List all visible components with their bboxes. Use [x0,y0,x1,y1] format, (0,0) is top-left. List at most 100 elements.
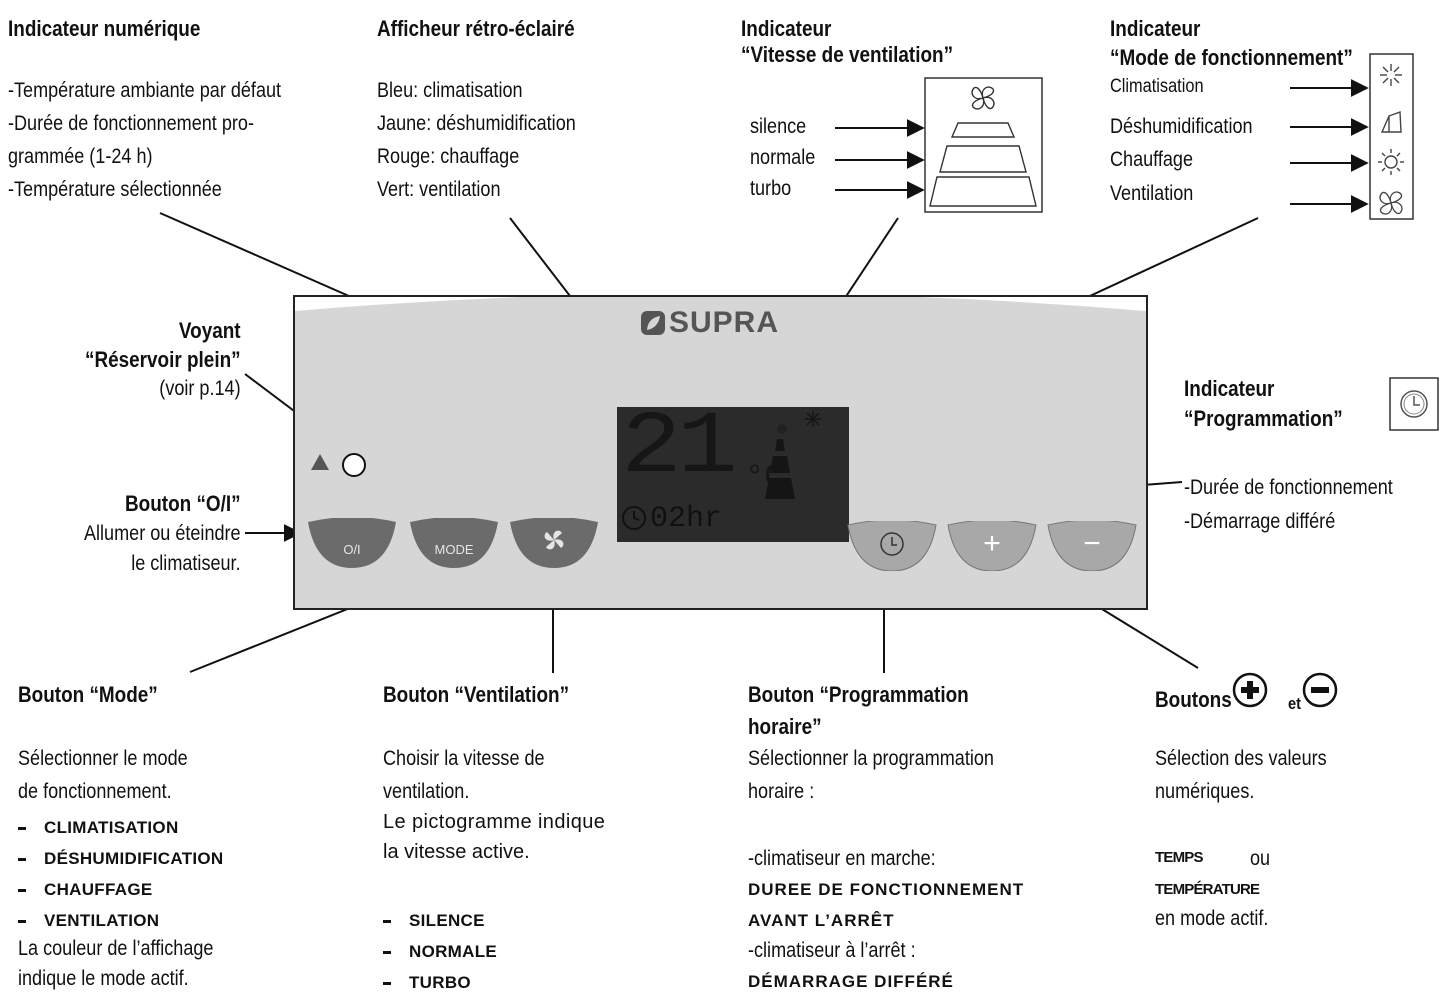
warning-icon [311,454,329,470]
minus-circle-icon [1302,672,1338,708]
mode-desc-1: Sélectionner le mode [18,747,188,770]
fan-speed-title-1: Indicateur [741,16,832,41]
timer-button-title-1: Bouton “Programmation [748,682,969,707]
plusminus-word-temps: TEMPS [1155,849,1203,866]
programmation-title-2: “Programmation” [1184,406,1343,431]
backlit-line-3: Rouge: chauffage [377,145,520,168]
timer-caps-2: AVANT L’ARRÊT [748,911,895,930]
numeric-indicator-title: Indicateur numérique [8,16,201,41]
plusminus-desc-3: en mode actif. [1155,907,1269,930]
timer-desc-2: horaire : [748,780,815,803]
fan-desc-4: la vitesse active. [383,841,530,863]
mode-button-label: MODE [434,542,474,557]
plusminus-title-1: Boutons [1155,687,1232,712]
mode-item-ventilation: Ventilation [1110,182,1194,205]
plusminus-desc-2: numériques. [1155,780,1255,803]
leaf-logo-icon [641,311,665,335]
panel-background [295,297,1146,311]
fan-desc-1: Choisir la vitesse de [383,747,545,770]
lcd-mode-icon [805,411,821,427]
mode-list-item: DÉSHUMIDIFICATION [18,843,224,875]
programmation-title-1: Indicateur [1184,376,1275,401]
fan-list-item: TURBO [383,967,471,999]
fan-desc-2: ventilation. [383,780,470,803]
fan-button[interactable] [508,518,600,568]
mode-item-climatisation: Climatisation [1110,76,1204,97]
clock-icon [880,532,904,556]
plusminus-word-or: ou [1250,847,1271,870]
tank-page-ref: (voir p.14) [159,377,241,400]
plusminus-title-2: et [1288,694,1302,713]
numeric-line-4: -Température sélectionnée [8,178,222,201]
backlit-line-4: Vert: ventilation [377,178,501,201]
plus-button[interactable]: + [946,521,1038,571]
backlit-line-1: Bleu: climatisation [377,79,523,102]
backlit-line-2: Jaune: déshumidification [377,112,576,135]
lcd-display: 21 °C 02hr [617,399,849,542]
fan-icon [971,86,995,110]
timer-caps-1: DUREE DE FONCTIONNEMENT [748,880,1025,899]
timer-desc-1: Sélectionner la programmation [748,747,994,770]
on-off-button-label: O/I [343,542,361,557]
mode-desc-3: La couleur de l’affichage [18,937,214,960]
mode-indicator-title-2: “Mode de fonctionnement” [1110,45,1353,70]
mode-list-item: CHAUFFAGE [18,874,152,906]
fan-icon [544,530,564,550]
fan-list-item: SILENCE [383,905,485,937]
lcd-fan-icon [777,424,787,434]
mode-list-item: CLIMATISATION [18,812,179,844]
lcd-icons [622,411,821,530]
fan-level-normale: normale [750,146,816,169]
programmation-indicator-box [1389,377,1439,431]
mode-indicator-strip [1369,53,1414,220]
minus-button[interactable]: − [1046,521,1138,571]
plus-button-label: + [983,527,1001,560]
numeric-line-1: -Température ambiante par défaut [8,79,282,102]
fan-level-silence: silence [750,115,807,138]
fan-icon [1379,191,1403,215]
backlit-title: Afficheur rétro-éclairé [377,16,575,41]
programmation-desc-1: -Durée de fonctionnement [1184,476,1393,499]
plusminus-desc-1: Sélection des valeurs [1155,747,1327,770]
snowflake-icon [1380,64,1402,86]
brand-logo: SUPRA [640,306,779,340]
timer-desc-4: -climatiseur à l’arrêt : [748,939,916,962]
brand-name: SUPRA [669,306,780,339]
mode-list-item: VENTILATION [18,905,159,937]
lcd-fan-speed-icon [765,424,795,499]
fan-desc-3: Le pictogramme indique [383,811,606,833]
plus-circle-icon [1232,672,1268,708]
tank-warning [311,453,366,477]
plusminus-word-temperature: TEMPÉRATURE [1155,881,1260,898]
onoff-desc-2: le climatiseur. [131,552,241,575]
mode-item-deshumidification: Déshumidification [1110,115,1253,138]
mode-button-title: Bouton “Mode” [18,682,158,707]
lcd-temperature-digits: 21 [621,399,738,498]
tank-title-1: Voyant [178,318,241,343]
on-off-button[interactable]: O/I [306,518,398,568]
fan-button-title: Bouton “Ventilation” [383,682,570,707]
timer-button[interactable] [846,521,938,571]
tank-full-led [342,453,366,477]
lcd-timer: 02hr [650,502,723,536]
minus-button-label: − [1083,527,1101,560]
onoff-desc-1: Allumer ou éteindre [83,522,241,545]
lcd-clock-icon [622,506,646,530]
tank-title-2: “Réservoir plein” [84,347,241,372]
mode-desc-2: de fonctionnement. [18,780,172,803]
mode-item-chauffage: Chauffage [1110,148,1194,171]
onoff-title: Bouton “O/I” [124,491,241,516]
droplet-icon [1380,111,1402,133]
fan-speed-indicator-box [924,77,1043,213]
fan-level-turbo: turbo [750,177,792,200]
timer-button-title-2: horaire” [748,714,822,739]
programmation-desc-2: -Démarrage différé [1184,510,1336,533]
numeric-line-2: -Durée de fonctionnement pro- [8,112,254,135]
mode-desc-4: indique le mode actif. [18,967,189,990]
timer-desc-3: -climatiseur en marche: [748,847,936,870]
mode-indicator-title-1: Indicateur [1110,16,1201,41]
numeric-line-3: grammée (1-24 h) [8,145,153,168]
timer-caps-3: DÉMARRAGE DIFFÉRÉ [748,972,954,991]
mode-button[interactable]: MODE [408,518,500,568]
